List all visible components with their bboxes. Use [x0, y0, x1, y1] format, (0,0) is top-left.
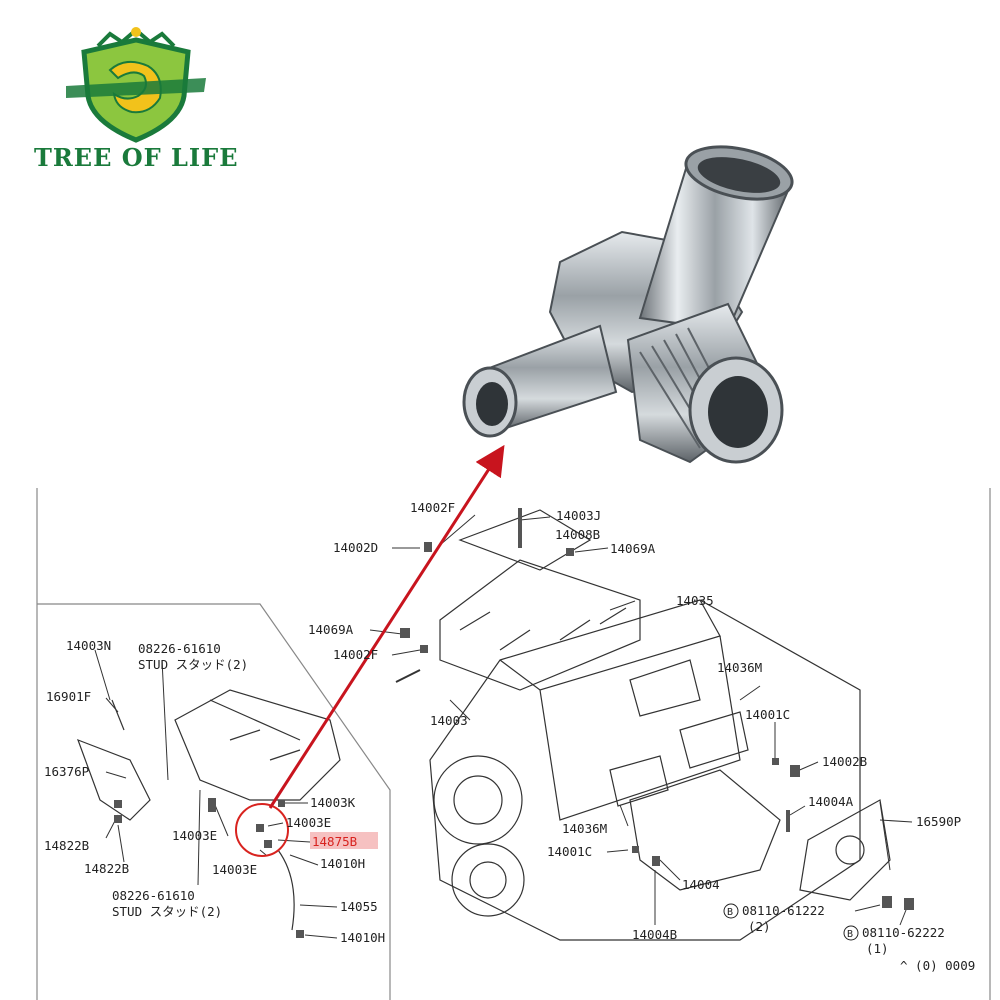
logo-gem-icon [131, 27, 141, 37]
engine-pulley-bottom [451, 843, 525, 917]
label-14822B-b: 14822B [84, 861, 129, 876]
product-photo [462, 145, 794, 464]
exhaust-gasket-1 [629, 659, 701, 717]
label-14001C-bot: 14001C [547, 844, 592, 859]
carb-base [458, 509, 592, 571]
bolt-mark-2-letter: B [847, 929, 853, 940]
leader-lines [94, 514, 913, 939]
highlight-label-bg [310, 832, 378, 849]
label-14069A-mid: 14069A [308, 622, 354, 637]
label-14069A-top: 14069A [610, 541, 656, 556]
label-stud-bot: STUD スタッド(2) [112, 904, 222, 919]
label-14003: 14003 [430, 713, 468, 728]
exhaust-manifold [629, 769, 781, 891]
label-16376P: 16376P [44, 764, 89, 779]
part-labels: 14002F 14003J 14002D 14008B 14069A 14035… [44, 500, 975, 973]
label-08110-62222-qty: (1) [866, 941, 889, 956]
label-14822B-a: 14822B [44, 838, 89, 853]
outlet-upper-pipe-bore [697, 157, 781, 193]
label-14003E-c: 14003E [212, 862, 257, 877]
stud-bolt [111, 699, 125, 731]
label-14008B: 14008B [555, 527, 600, 542]
fastener-glyphs [114, 508, 914, 938]
small-arrow [395, 669, 421, 683]
engine-block [429, 599, 861, 941]
label-08226-bot: 08226-61610 [112, 888, 195, 903]
logo-band-icon [66, 78, 206, 98]
label-14036M-bot: 14036M [562, 821, 607, 836]
left-bracket [76, 738, 151, 821]
logo-tree-icon [108, 60, 162, 114]
label-14002D: 14002D [333, 540, 378, 555]
label-14003E-a: 14003E [172, 828, 217, 843]
highlight-circle [235, 803, 289, 857]
bolt-mark-2 [843, 925, 859, 941]
water-hose [277, 849, 295, 931]
engine-head [499, 599, 721, 691]
label-14003J: 14003J [556, 508, 601, 523]
label-14003E-b: 14003E [286, 815, 331, 830]
exhaust-gasket-3 [609, 755, 669, 807]
engine-pulley-top [433, 755, 523, 845]
label-08110-61222-qty: (2) [748, 919, 771, 934]
label-08110-61222: 08110-61222 [742, 903, 825, 918]
label-16590P: 16590P [916, 814, 961, 829]
label-14002F-top: 14002F [410, 500, 455, 515]
label-08226-top: 08226-61610 [138, 641, 221, 656]
label-14035: 14035 [676, 593, 714, 608]
outlet-threaded-bore [708, 376, 768, 448]
pointer-arrow [268, 444, 505, 809]
label-14004B: 14004B [632, 927, 677, 942]
label-14010H-a: 14010H [320, 856, 365, 871]
engine-sketch [76, 509, 891, 941]
left-manifold [174, 689, 341, 801]
label-14004A: 14004A [808, 794, 854, 809]
label-14875B-highlighted: 14875B [312, 834, 357, 849]
diagram-frame [36, 488, 991, 1000]
exhaust-gasket-2 [679, 711, 749, 769]
label-14010H-b: 14010H [340, 930, 385, 945]
bolt-mark-1 [723, 903, 739, 919]
outlet-side-pipe-bore [476, 382, 508, 426]
label-14002F-mid: 14002F [333, 647, 378, 662]
label-14036M-top: 14036M [717, 660, 762, 675]
label-14004: 14004 [682, 877, 720, 892]
label-stud-top: STUD スタッド(2) [138, 657, 248, 672]
label-16901F: 16901F [46, 689, 91, 704]
label-14003N: 14003N [66, 638, 111, 653]
label-diagram-code: ^ (0) 0009 [900, 958, 975, 973]
heat-shield [799, 799, 891, 901]
label-14003K: 14003K [310, 795, 356, 810]
label-14002B: 14002B [822, 754, 867, 769]
brand-name: TREE OF LIFE [34, 143, 238, 172]
label-08110-62222: 08110-62222 [862, 925, 945, 940]
intake-manifold [439, 559, 641, 691]
bolt-mark-1-letter: B [727, 907, 733, 918]
label-14001C-top: 14001C [745, 707, 790, 722]
brand-logo [66, 27, 206, 143]
label-14055: 14055 [340, 899, 378, 914]
